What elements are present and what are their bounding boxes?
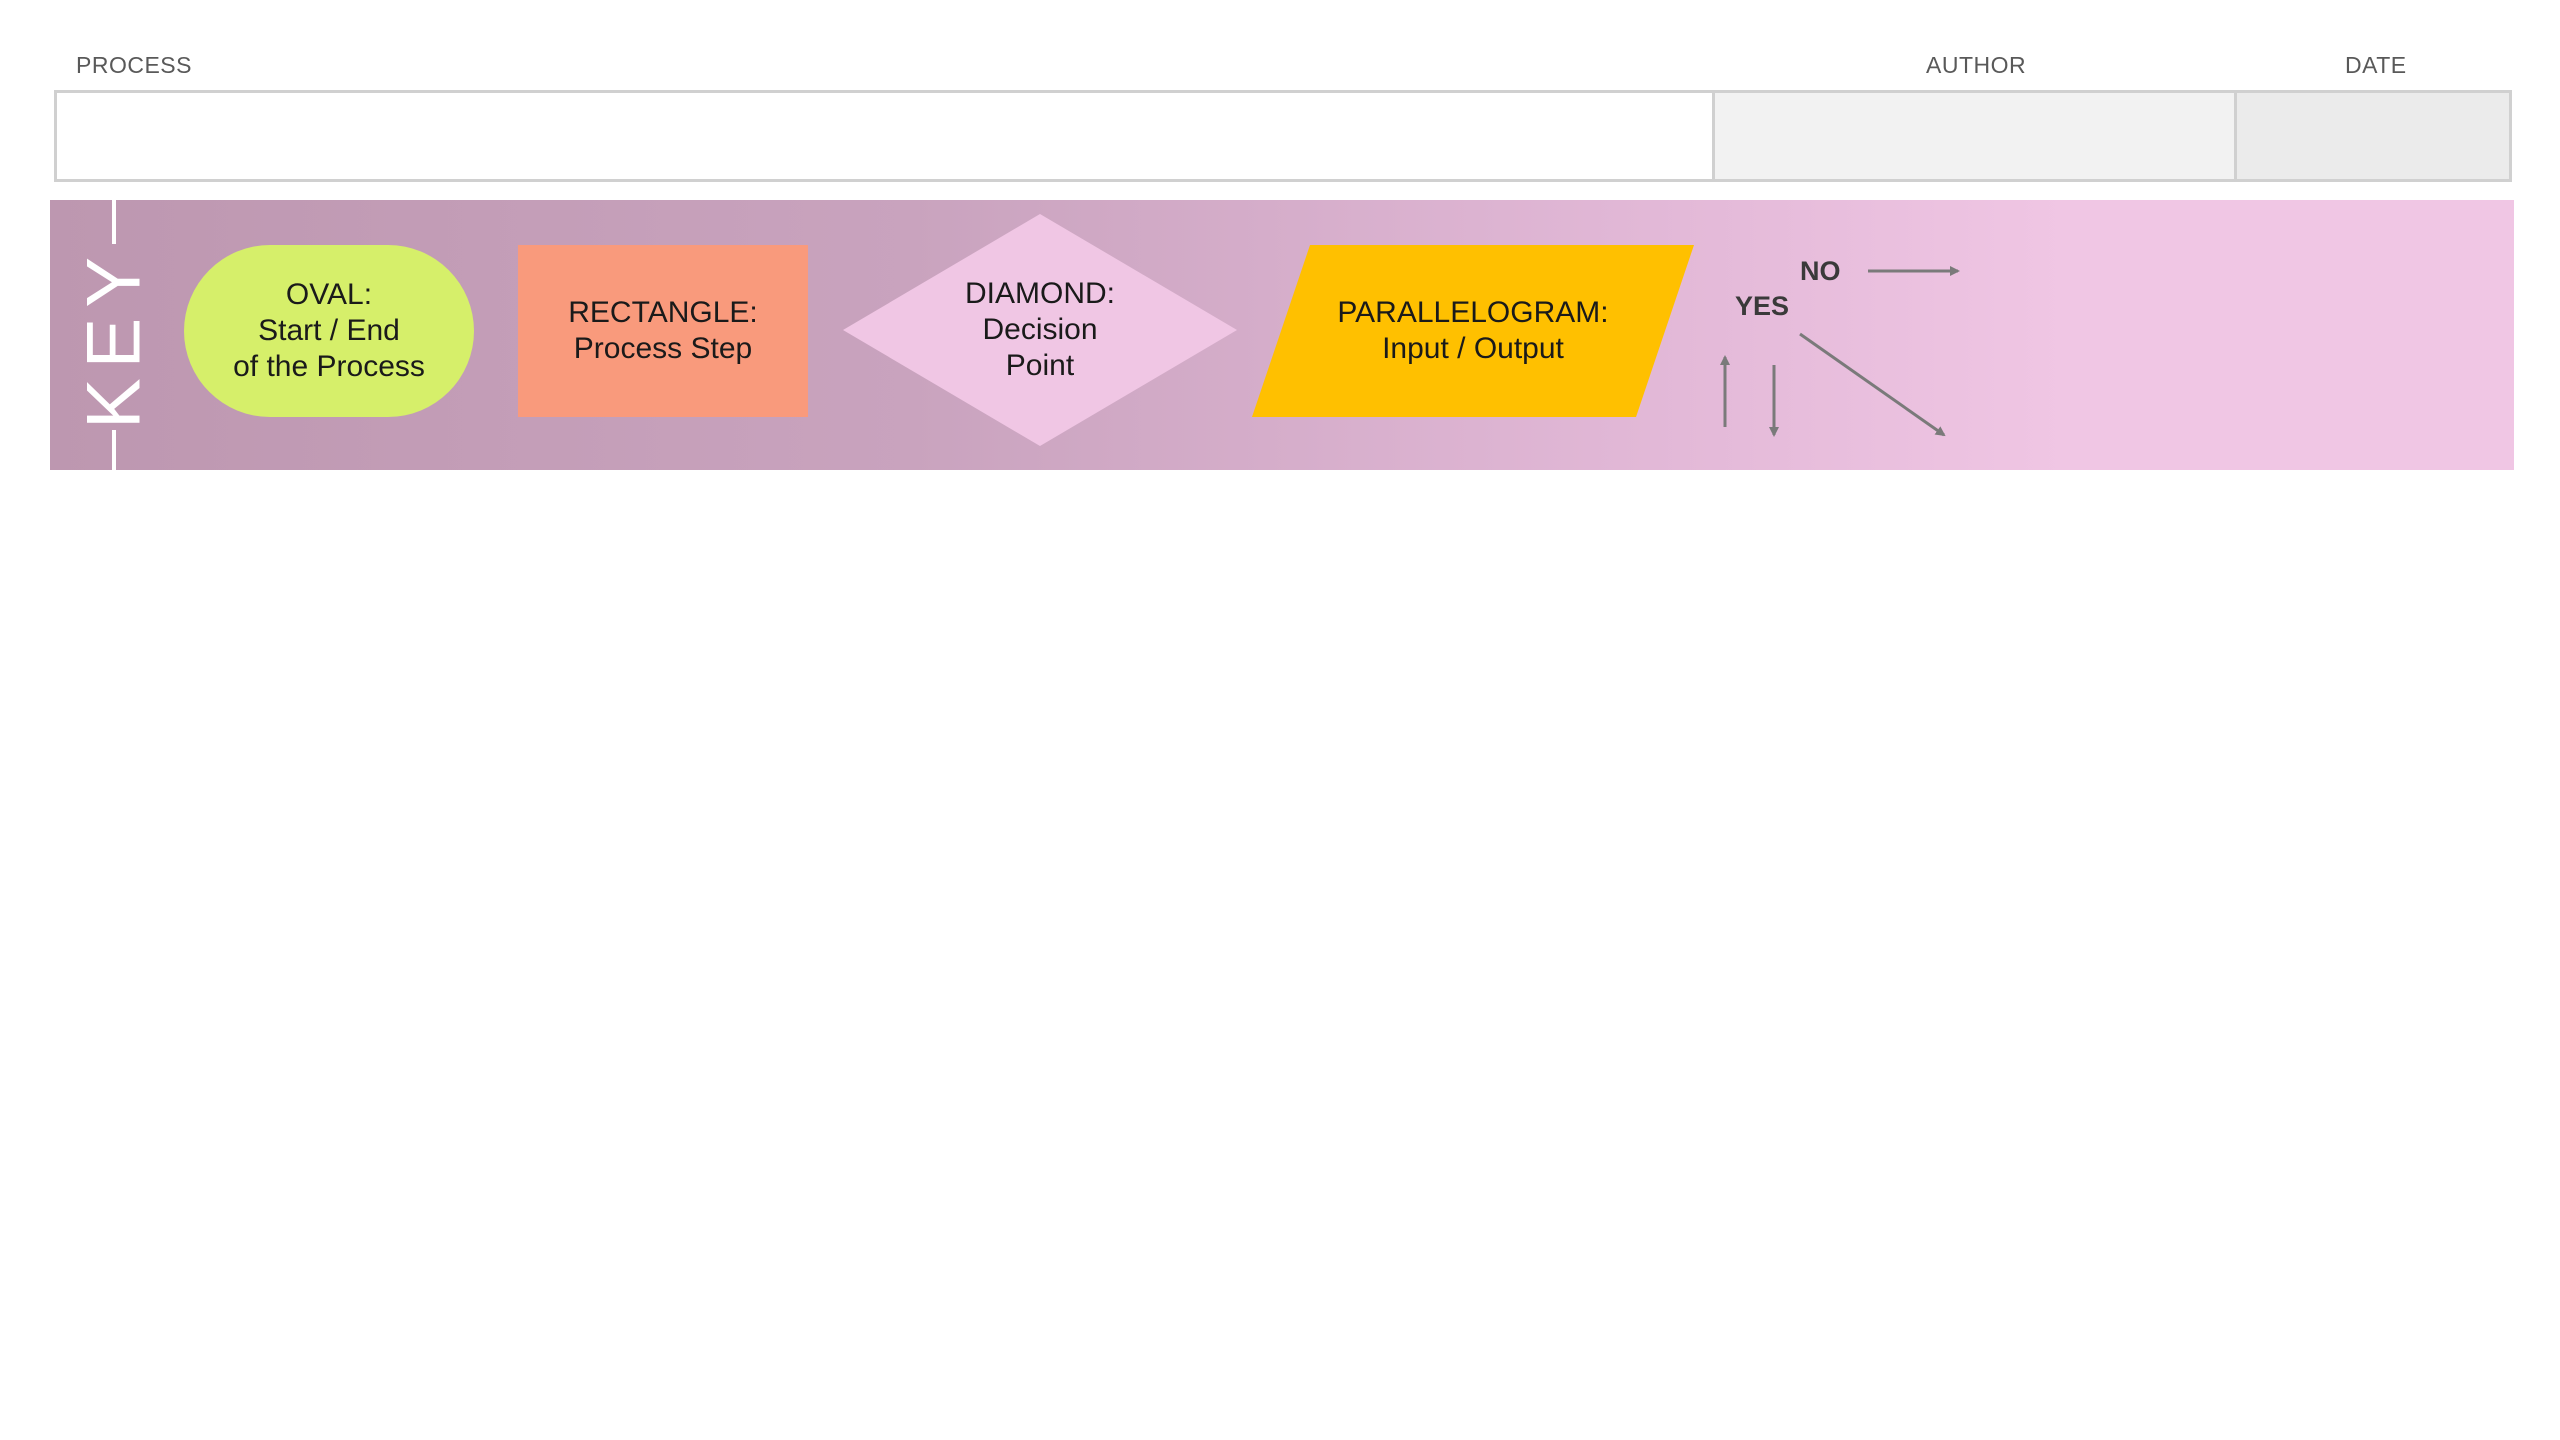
parallelogram-line-2: Input / Output (1382, 332, 1564, 365)
header-fields (54, 90, 2512, 182)
connector-arrows (1720, 266, 1960, 437)
process-label: PROCESS (76, 52, 192, 78)
arrow-diagonal-icon (1799, 332, 1946, 437)
oval-line-1: OVAL: (285, 278, 373, 311)
date-field[interactable] (2237, 93, 2509, 179)
date-label: DATE (2345, 52, 2407, 78)
author-label: AUTHOR (1926, 52, 2027, 78)
rectangle-line-1: RECTANGLE: (568, 296, 758, 329)
parallelogram-polygon (1252, 245, 1694, 417)
diamond-line-1: DIAMOND: (965, 277, 1115, 310)
no-label: NO (1800, 256, 1841, 286)
diamond-shape[interactable] (843, 214, 1237, 446)
key-divider-bottom (112, 430, 116, 470)
yes-label: YES (1735, 291, 1790, 321)
oval-shape[interactable] (184, 245, 474, 417)
oval-line-2: Start / End (258, 314, 400, 347)
rectangle-text: RECTANGLE: Process Step (518, 245, 808, 417)
diamond-polygon (843, 214, 1237, 446)
key-title: KEY (71, 246, 157, 430)
oval-text: OVAL: Start / End of the Process (184, 245, 474, 417)
parallelogram-text: PARALLELOGRAM: Input / Output (1252, 245, 1694, 417)
rectangle-shape[interactable] (518, 245, 808, 417)
key-divider-top (112, 200, 116, 244)
oval-line-3: of the Process (233, 350, 425, 383)
parallelogram-shape[interactable] (1252, 245, 1694, 417)
diamond-line-2: Decision (982, 313, 1098, 346)
diamond-text: DIAMOND: Decision Point (843, 214, 1237, 446)
process-field[interactable] (57, 93, 1715, 179)
diamond-line-3: Point (1005, 349, 1075, 382)
author-field[interactable] (1715, 93, 2237, 179)
parallelogram-line-1: PARALLELOGRAM: (1337, 296, 1609, 329)
rectangle-line-2: Process Step (573, 332, 753, 365)
